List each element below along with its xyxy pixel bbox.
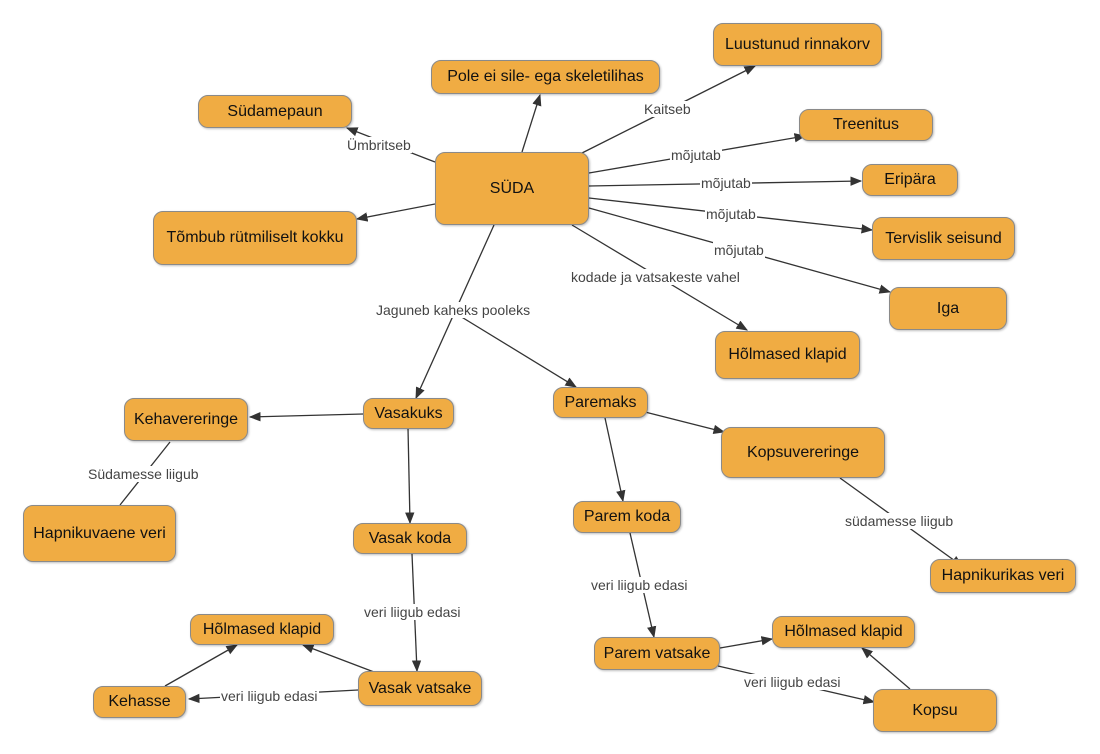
node-pole-ei-sile[interactable]: Pole ei sile- ega skeletilihas bbox=[431, 60, 660, 94]
edge-label-kaitseb: Kaitseb bbox=[643, 101, 692, 117]
edge-suda-paremaks bbox=[454, 312, 577, 388]
edge-vasakuks-kehavereringe bbox=[248, 412, 364, 422]
edge-vasak-vatsake-holmased-left bbox=[301, 644, 375, 673]
edge-parem-vatsake-holmased-right bbox=[719, 636, 774, 649]
edge-paremaks-kopsuvereringe bbox=[644, 411, 726, 434]
node-parem-vatsake[interactable]: Parem vatsake bbox=[594, 637, 720, 670]
node-vasak-koda[interactable]: Vasak koda bbox=[353, 523, 467, 554]
node-paremaks[interactable]: Paremaks bbox=[553, 387, 648, 418]
node-holmased-klapid-top[interactable]: Hõlmased klapid bbox=[715, 331, 860, 379]
node-luustunud-rinnakorv[interactable]: Luustunud rinnakorv bbox=[713, 23, 882, 66]
edge-label-jaguneb: Jaguneb kaheks pooleks bbox=[375, 302, 532, 318]
edge-suda-tombub bbox=[355, 203, 436, 222]
edge-suda-pole bbox=[521, 93, 542, 153]
edge-label-sudamesse-left: Südamesse liigub bbox=[87, 466, 200, 482]
edge-label-umbritseb: Ümbritseb bbox=[346, 137, 412, 153]
node-vasakuks[interactable]: Vasakuks bbox=[363, 398, 454, 429]
node-kehasse[interactable]: Kehasse bbox=[93, 686, 186, 718]
node-kopsuvereringe[interactable]: Kopsuvereringe bbox=[721, 427, 885, 478]
node-kopsu[interactable]: Kopsu bbox=[873, 689, 997, 732]
node-sudamepaun[interactable]: Südamepaun bbox=[198, 95, 352, 128]
edge-label-veri-parem: veri liigub edasi bbox=[590, 577, 689, 593]
node-hapnikurikas-veri[interactable]: Hapnikurikas veri bbox=[930, 559, 1076, 593]
node-suda[interactable]: SÜDA bbox=[435, 152, 589, 225]
edge-label-mojutab-eripara: mõjutab bbox=[700, 175, 752, 191]
node-holmased-klapid-left[interactable]: Hõlmased klapid bbox=[190, 614, 334, 645]
edge-vasakuks-vasak-koda bbox=[405, 427, 415, 525]
node-kehavereringe[interactable]: Kehavereringe bbox=[124, 398, 248, 441]
edge-label-mojutab-tervislik: mõjutab bbox=[705, 206, 757, 222]
node-hapnikuvaene-veri[interactable]: Hapnikuvaene veri bbox=[23, 505, 176, 562]
node-vasak-vatsake[interactable]: Vasak vatsake bbox=[358, 671, 482, 706]
edge-label-veri-kehasse: veri liigub edasi bbox=[220, 688, 319, 704]
node-parem-koda[interactable]: Parem koda bbox=[573, 501, 681, 533]
edge-label-mojutab-treenitus: mõjutab bbox=[670, 147, 722, 163]
edge-paremaks-parem-koda bbox=[604, 417, 626, 503]
edge-label-veri-kopsu: veri liigub edasi bbox=[743, 674, 842, 690]
edge-kopsu-holmased-right bbox=[861, 647, 911, 690]
edge-label-mojutab-iga: mõjutab bbox=[713, 242, 765, 258]
edge-label-kodade: kodade ja vatsakeste vahel bbox=[570, 269, 741, 285]
node-treenitus[interactable]: Treenitus bbox=[799, 109, 933, 141]
edge-label-veri-vasak: veri liigub edasi bbox=[363, 604, 462, 620]
node-tervislik-seisund[interactable]: Tervislik seisund bbox=[872, 217, 1015, 260]
node-eripara[interactable]: Eripära bbox=[862, 164, 958, 196]
node-tombub-rutmiliselt[interactable]: Tõmbub rütmiliselt kokku bbox=[153, 211, 357, 265]
edge-kehasse-holmased-left bbox=[164, 644, 239, 687]
node-holmased-klapid-right[interactable]: Hõlmased klapid bbox=[772, 616, 915, 648]
edge-label-sudamesse-right: südamesse liigub bbox=[844, 513, 955, 529]
node-iga[interactable]: Iga bbox=[889, 287, 1007, 330]
